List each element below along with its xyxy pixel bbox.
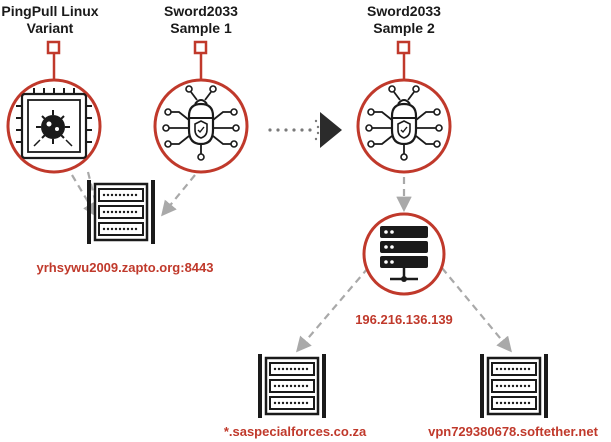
c2-shared-label[interactable]: yrhsywu2009.zapto.org:8443	[36, 260, 214, 275]
chip-virus-icon	[16, 88, 92, 160]
node-pingpull-title: PingPull Linux Variant	[0, 3, 100, 37]
edge-pingpull-to-c2-guide	[71, 174, 98, 218]
node-sword-sample-2-title: Sword2033 Sample 2	[353, 3, 455, 37]
connector-square	[46, 40, 61, 55]
server-rack-icon	[85, 178, 157, 246]
title-line-2: Sample 1	[170, 20, 232, 36]
server-ip[interactable]	[362, 212, 446, 296]
node-pingpull[interactable]	[6, 40, 102, 174]
title-line-2: Variant	[26, 20, 74, 36]
ip-server-label[interactable]: 196.216.136.139	[355, 312, 453, 327]
node-sword-sample-1[interactable]	[153, 40, 249, 174]
connector-square	[193, 40, 208, 55]
server-vpn-domain[interactable]	[478, 352, 550, 420]
edge-sword1-to-c2	[161, 174, 196, 217]
title-line-1: PingPull Linux	[1, 3, 99, 19]
server-c2-shared[interactable]	[85, 178, 157, 246]
server-stack-icon	[380, 226, 428, 282]
evolution-arrow	[268, 112, 342, 148]
title-line-2: Sample 2	[373, 20, 435, 36]
title-line-1: Sword2033	[367, 3, 441, 19]
node-sword-sample-1-title: Sword2033 Sample 1	[150, 3, 252, 37]
connector-square	[396, 40, 411, 55]
sa-domain-label[interactable]: *.saspecialforces.co.za	[223, 424, 367, 439]
node-sword-sample-2[interactable]	[356, 40, 452, 174]
arrowhead-icon	[320, 112, 342, 148]
vpn-domain-label[interactable]: vpn729380678.softether.net	[428, 424, 598, 439]
title-line-1: Sword2033	[164, 3, 238, 19]
server-rack-icon	[478, 352, 550, 420]
edge-ip-to-sa-domain	[296, 267, 369, 353]
edge-ip-to-vpn-domain	[441, 267, 512, 353]
server-rack-icon	[256, 352, 328, 420]
server-sa-domain[interactable]	[256, 352, 328, 420]
